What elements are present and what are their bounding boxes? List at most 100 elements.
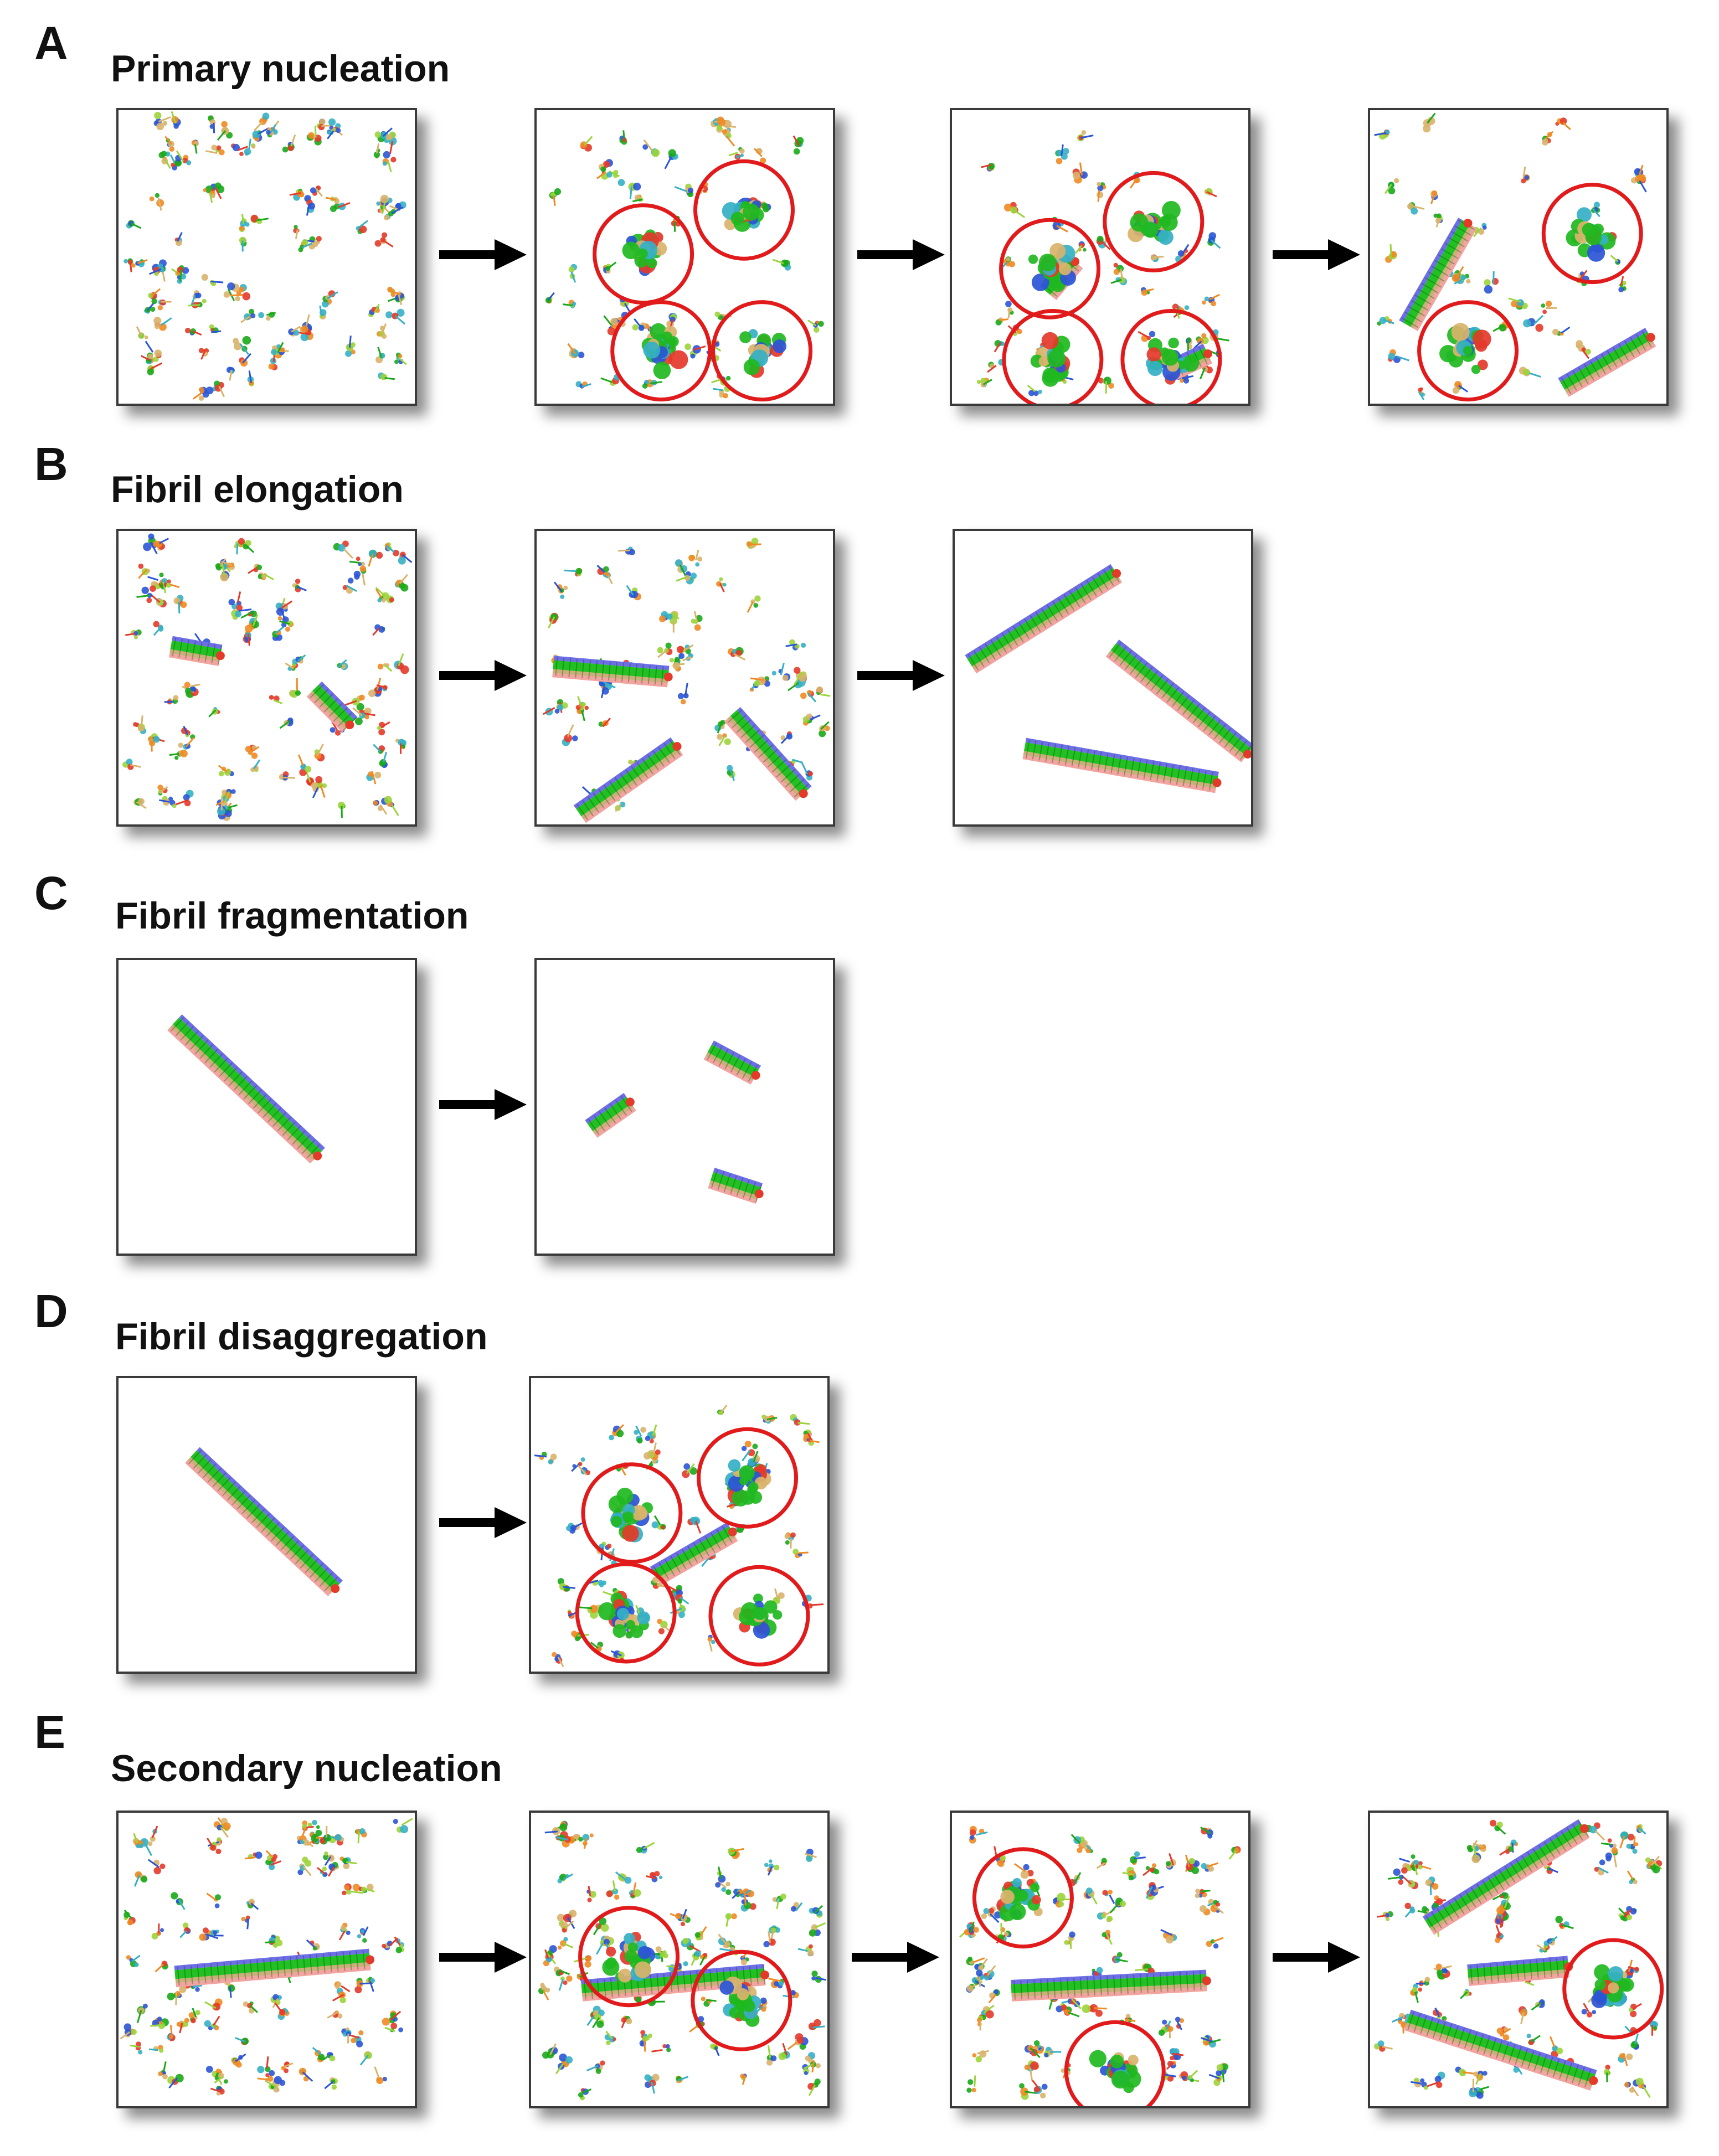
oligomer-cluster	[1566, 207, 1617, 262]
panel-illustration	[534, 1404, 824, 1667]
process-step-panel	[950, 1811, 1250, 2108]
amyloid-fibril	[1399, 218, 1478, 331]
oligomer-cluster	[1128, 200, 1181, 245]
oligomer-cluster	[602, 1932, 656, 1983]
step-arrow	[1273, 239, 1360, 270]
amyloid-fibril	[1011, 1969, 1211, 2002]
oligomer-cluster	[719, 1976, 761, 2027]
oligomer-cluster	[1146, 337, 1200, 385]
process-step-panel	[529, 1811, 830, 2108]
highlight-ring	[999, 218, 1101, 319]
panel-illustration	[538, 1820, 826, 2101]
amyloid-fibril	[650, 1522, 738, 1586]
section-title: Secondary nucleation	[111, 1747, 502, 1789]
panel-illustration	[167, 1014, 325, 1164]
highlight-ring	[972, 1847, 1074, 1949]
highlight-ring	[610, 300, 712, 402]
step-arrow	[439, 1089, 527, 1120]
panel-illustration	[965, 564, 1251, 793]
oligomer-cluster	[1089, 2050, 1141, 2093]
process-step-panel	[529, 1376, 830, 1674]
oligomer-cluster	[1439, 323, 1491, 374]
amyloid-fibril	[573, 737, 683, 823]
highlight-ring	[1120, 309, 1222, 404]
amyloid-fibril	[1422, 1819, 1590, 1935]
process-step-panel	[116, 1811, 417, 2108]
oligomer-cluster	[641, 323, 688, 379]
panel-illustration	[120, 1817, 413, 2096]
process-step-panel	[1368, 108, 1669, 406]
process-step-panel	[116, 529, 417, 827]
process-step-panel	[534, 958, 835, 1256]
amyloid-fibril	[169, 636, 225, 666]
oligomer-cluster	[733, 1593, 783, 1639]
section-letter: E	[34, 1706, 66, 1758]
step-arrow	[439, 1942, 527, 1973]
panel-illustration	[1374, 1819, 1664, 2099]
panel-illustration	[123, 111, 407, 401]
section-title: Fibril elongation	[111, 468, 404, 510]
oligomer-cluster	[739, 329, 786, 378]
step-arrow	[439, 239, 527, 270]
section-title: Fibril fragmentation	[115, 895, 469, 937]
process-step-panel	[116, 958, 417, 1256]
oligomer-cluster	[996, 1878, 1043, 1921]
amyloid-fibril	[1404, 2009, 1598, 2091]
panel-illustration	[959, 1825, 1241, 2106]
amyloid-fibril	[708, 1168, 764, 1204]
process-step-panel	[953, 529, 1253, 827]
highlight-ring	[693, 159, 795, 261]
amyloid-fibril	[703, 1040, 761, 1085]
highlight-ring	[708, 1565, 810, 1667]
amyloid-fibril	[1105, 639, 1251, 762]
process-step-panel	[116, 1376, 417, 1674]
panel-illustration	[545, 116, 824, 402]
amyloid-fibril	[1022, 737, 1222, 793]
highlight-ring	[1417, 300, 1519, 402]
step-arrow	[1273, 1942, 1360, 1973]
oligomer-cluster	[598, 1591, 650, 1638]
step-arrow	[852, 1942, 939, 1973]
step-arrow	[857, 239, 945, 270]
amyloid-fibril	[167, 1014, 325, 1164]
amyloid-fibril	[585, 1092, 636, 1138]
process-step-panel	[534, 529, 835, 827]
oligomer-cluster	[722, 197, 764, 232]
highlight-ring	[575, 1562, 677, 1664]
process-step-panel	[1368, 1811, 1669, 2108]
oligomer-cluster	[608, 1488, 653, 1543]
panel-illustration	[585, 1040, 764, 1204]
highlight-ring	[711, 300, 813, 402]
section-letter: D	[34, 1285, 68, 1337]
highlight-ring	[1541, 183, 1643, 285]
oligomer-cluster	[1591, 1964, 1634, 2008]
amyloid-fibril	[1558, 328, 1656, 397]
amyloid-fibril	[1467, 1956, 1573, 1987]
highlight-ring	[697, 1427, 799, 1529]
highlight-ring	[1002, 309, 1104, 404]
step-arrow	[439, 660, 527, 691]
amyloid-fibril	[306, 681, 358, 733]
section-letter: A	[34, 17, 68, 69]
process-step-panel	[534, 108, 835, 406]
highlight-ring	[691, 1949, 792, 2051]
panel-illustration	[976, 130, 1229, 404]
step-arrow	[857, 660, 945, 691]
amyloid-fibril	[174, 1948, 375, 1988]
highlight-ring	[593, 203, 694, 305]
oligomer-cluster	[622, 229, 667, 276]
panel-illustration	[185, 1447, 343, 1597]
oligomer-cluster	[1028, 243, 1076, 292]
section-title: Fibril disaggregation	[115, 1316, 488, 1358]
oligomer-cluster	[1030, 332, 1070, 387]
process-step-panel	[950, 108, 1250, 406]
amyloid-fibril	[724, 706, 812, 801]
process-step-panel	[116, 108, 417, 406]
highlight-ring	[1103, 171, 1205, 272]
panel-illustration	[122, 533, 413, 821]
step-arrow	[439, 1507, 527, 1538]
section-title: Primary nucleation	[111, 48, 450, 90]
highlight-ring	[581, 1462, 683, 1564]
panel-illustration	[1374, 112, 1656, 402]
section-letter: C	[34, 867, 68, 919]
